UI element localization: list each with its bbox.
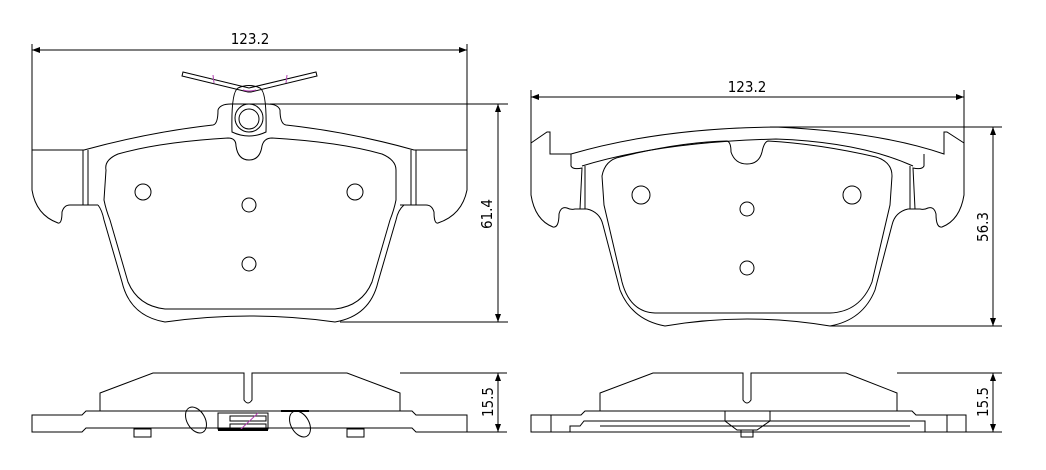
- height-dimension: 61.4: [270, 103, 508, 323]
- width-dimension: 123.2: [530, 78, 965, 143]
- width-dimension: 123.2: [31, 30, 468, 150]
- mounting-hole: [631, 185, 651, 205]
- friction-material: [99, 372, 401, 411]
- backing-plate: [530, 410, 967, 433]
- height-label: 61.4: [478, 199, 496, 229]
- height-dimension: 56.3: [770, 126, 1002, 327]
- mounting-hole: [241, 256, 257, 272]
- thickness-label: 15.5: [479, 387, 497, 417]
- mounting-hole: [739, 201, 755, 217]
- friction-inner-outline: [103, 137, 397, 310]
- friction-material: [97, 204, 405, 323]
- thickness-dimension: 15.5: [897, 372, 1002, 433]
- width-label: 123.2: [231, 30, 270, 48]
- mounting-hole: [241, 197, 257, 213]
- width-label: 123.2: [728, 78, 767, 96]
- rear-pad-front-view: 123.2 61.4: [31, 30, 508, 323]
- thickness-dimension: 15.5: [400, 372, 507, 433]
- friction-inner-outline: [601, 140, 893, 314]
- rear-pad-side-view: 15.5: [31, 372, 507, 438]
- backing-plate: [530, 126, 965, 228]
- height-label: 56.3: [974, 212, 992, 242]
- wear-clip: [181, 71, 318, 137]
- friction-material: [599, 372, 898, 411]
- wear-clip: [185, 406, 311, 438]
- friction-material: [586, 208, 909, 327]
- front-pad-side-view: 15.5: [530, 372, 1002, 438]
- mounting-hole: [842, 185, 862, 205]
- backing-plate: [31, 103, 468, 224]
- thickness-label: 15.5: [974, 387, 992, 417]
- mounting-hole: [134, 183, 152, 201]
- mounting-hole: [739, 260, 755, 276]
- front-pad-front-view: 123.2 56.3: [530, 78, 1002, 327]
- mounting-hole: [346, 183, 364, 201]
